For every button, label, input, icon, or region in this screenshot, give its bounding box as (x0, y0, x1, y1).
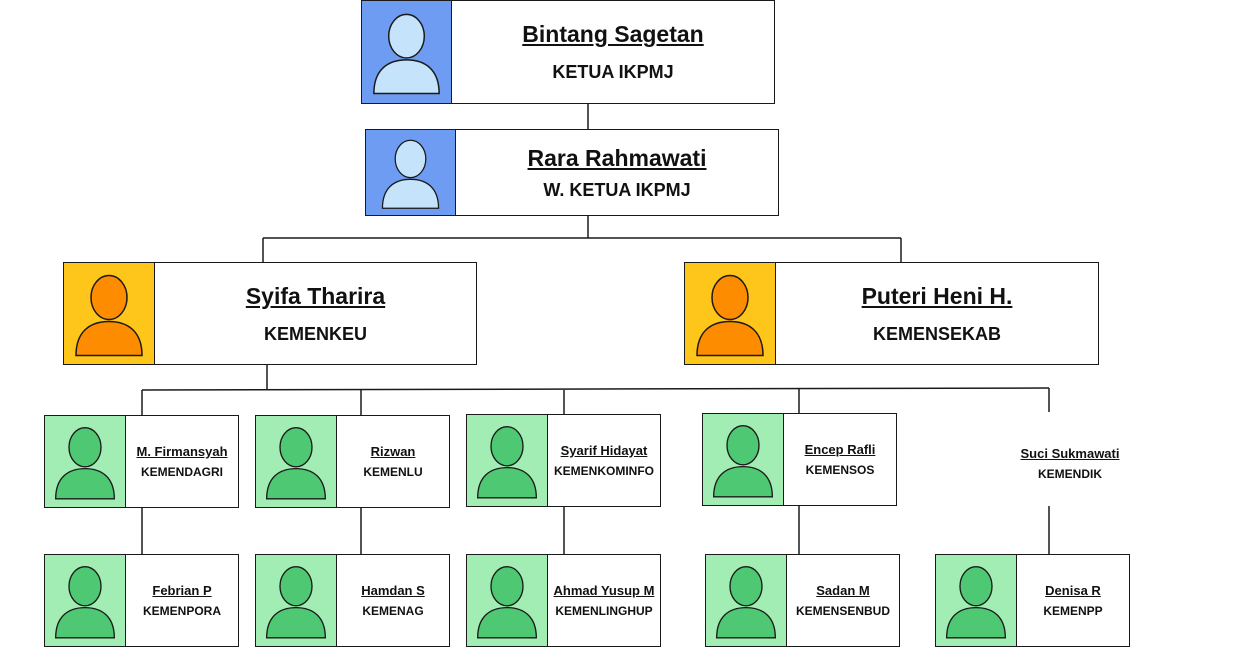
deputy-name: Ahmad Yusup M (553, 583, 655, 598)
deputy-role: KEMENPORA (142, 604, 221, 618)
avatar-kemenkominfo (467, 415, 548, 506)
avatar-ketua (362, 1, 452, 103)
node-kemendik: Suci Sukmawati KEMENDIK (990, 428, 1150, 498)
deputy-role: KEMENLINGHUP (555, 604, 653, 618)
avatar-wakil-ketua (366, 130, 456, 215)
wakil-name: Rara Rahmawati (527, 144, 707, 171)
person-icon (265, 427, 327, 500)
node-wakil-ketua: Rara Rahmawati W. KETUA IKPMJ (365, 129, 779, 216)
node-kemenkeu: Syifa Tharira KEMENKEU (63, 262, 477, 365)
connector-ministers-bar (141, 387, 1050, 391)
minister-role: KEMENKOMINFO (554, 464, 654, 478)
minister-name: Rizwan (370, 444, 416, 459)
minister-role: KEMENLU (363, 465, 423, 479)
person-icon (696, 274, 764, 357)
node-kemenag: Hamdan S KEMENAG (255, 554, 450, 647)
avatar-kemensenbud (706, 555, 787, 646)
minister-name: Syarif Hidayat (560, 443, 648, 458)
avatar-kemenpp (936, 555, 1017, 646)
minister-name: Suci Sukmawati (1020, 445, 1120, 461)
avatar-kemensos (703, 414, 784, 505)
node-kemensos: Encep Rafli KEMENSOS (702, 413, 897, 506)
avatar-kemenlu (256, 416, 337, 507)
avatar-kemenag (256, 555, 337, 646)
node-kemenpora: Febrian P KEMENPORA (44, 554, 239, 647)
deputy-name: Sadan M (816, 583, 870, 598)
node-kemenpp: Denisa R KEMENPP (935, 554, 1130, 647)
person-icon (945, 566, 1007, 639)
node-kemensenbud: Sadan M KEMENSENBUD (705, 554, 900, 647)
deputy-name: Denisa R (1045, 583, 1101, 598)
person-icon (54, 566, 116, 639)
minister-role: KEMENDAGRI (140, 465, 223, 479)
minister-name: M. Firmansyah (136, 444, 228, 459)
ketua-name: Bintang Sagetan (522, 21, 704, 47)
deputy-role: KEMENSENBUD (795, 604, 890, 618)
deputy-name: Hamdan S (361, 583, 425, 598)
person-icon (75, 274, 143, 357)
head-name: Puteri Heni H. (861, 282, 1013, 309)
avatar-kemenkeu (64, 263, 155, 364)
head-role: KEMENKEU (263, 323, 367, 344)
wakil-role: W. KETUA IKPMJ (543, 179, 691, 200)
head-role: KEMENSEKAB (872, 323, 1001, 344)
person-icon (265, 566, 327, 639)
person-icon (712, 425, 774, 498)
person-icon (54, 427, 116, 500)
head-name: Syifa Tharira (245, 282, 386, 309)
person-icon (476, 426, 538, 499)
ketua-role: KETUA IKPMJ (552, 62, 674, 82)
person-icon (715, 566, 777, 639)
node-kemensekab: Puteri Heni H. KEMENSEKAB (684, 262, 1099, 365)
deputy-name: Febrian P (152, 583, 212, 598)
node-kemendagri: M. Firmansyah KEMENDAGRI (44, 415, 239, 508)
node-kemenlinghup: Ahmad Yusup M KEMENLINGHUP (466, 554, 661, 647)
node-ketua: Bintang Sagetan KETUA IKPMJ (361, 0, 775, 104)
person-icon (381, 139, 440, 209)
deputy-role: KEMENAG (362, 604, 424, 618)
node-kemenkominfo: Syarif Hidayat KEMENKOMINFO (466, 414, 661, 507)
person-icon (476, 566, 538, 639)
avatar-kemenpora (45, 555, 126, 646)
avatar-kemenlinghup (467, 555, 548, 646)
avatar-kemendagri (45, 416, 126, 507)
minister-role: KEMENSOS (805, 463, 875, 477)
deputy-role: KEMENPP (1043, 604, 1103, 618)
avatar-kemensekab (685, 263, 776, 364)
minister-name: Encep Rafli (804, 442, 876, 457)
node-kemenlu: Rizwan KEMENLU (255, 415, 450, 508)
person-icon (373, 13, 440, 95)
minister-role: KEMENDIK (1037, 466, 1102, 481)
